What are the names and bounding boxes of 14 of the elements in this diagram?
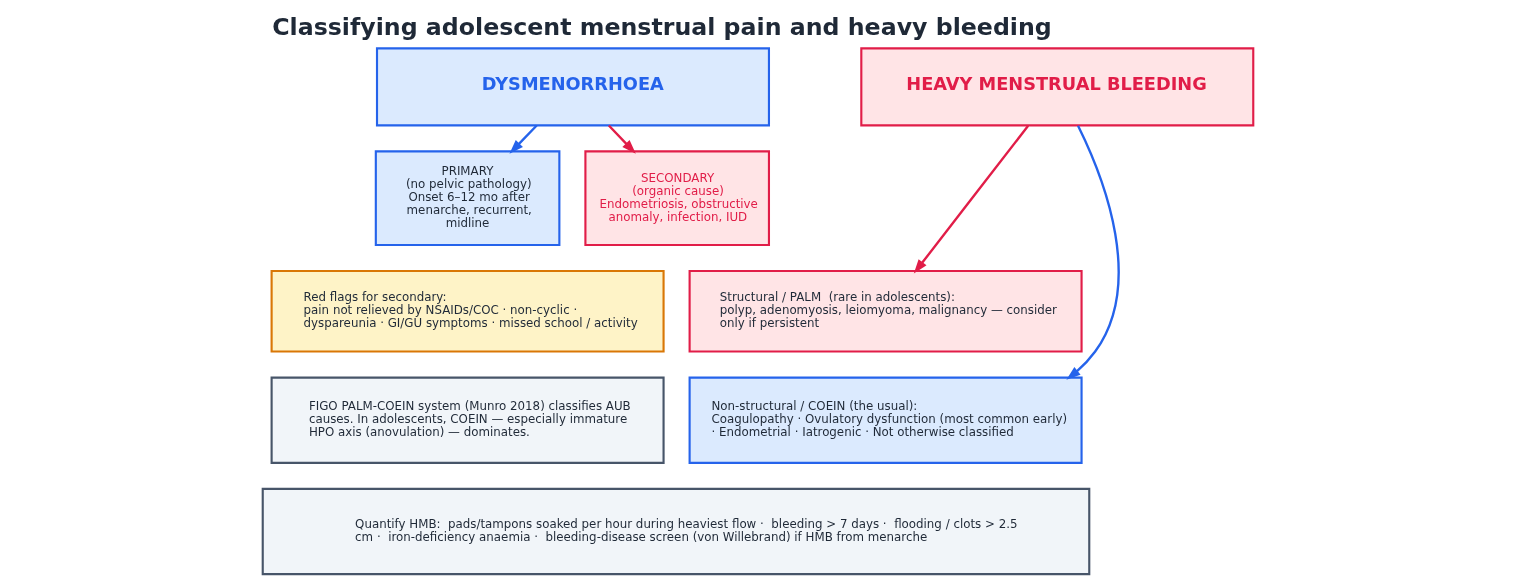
arrow xyxy=(1065,125,1120,380)
diagram-title: Classifying adolescent menstrual pain and heavy bleeding xyxy=(271,13,1052,42)
node-box: Structural / PALM (rare in adolescents): polyp, adenomyosis, leiomyoma, malignancy — consider only if persistent xyxy=(688,269,1083,353)
node-box: Quantify HMB: pads/tampons soaked per hour during heaviest flow · bleeding > 7 days · flooding / clots > 2.5 cm · iron-deficiency anaemia · bleeding-disease screen (von Willebrand) if HMB from menarche xyxy=(261,487,1090,576)
node-box: Red flags for secondary: pain not relieved by NSAIDs/COC · non-cyclic · dyspareunia · GI/GU symptoms · missed school / activity xyxy=(270,269,665,353)
node-box: FIGO PALM-COEIN system (Munro 2018) classifies AUB causes. In adolescents, COEIN — especially immature HPO axis (anovulation) — dominates. xyxy=(270,376,665,464)
node-box: HEAVY MENSTRUAL BLEEDING xyxy=(859,47,1254,127)
arrow xyxy=(913,125,1029,274)
node-box: SECONDARY (organic cause) Endometriosis, obstructive anomaly, infection, IUD xyxy=(583,150,770,246)
node-box: PRIMARY (no pelvic pathology) Onset 6–12 mo after menarche, recurrent, midline xyxy=(374,150,560,246)
node-box: Non-structural / COEIN (the usual): Coagulopathy · Ovulatory dysfunction (most common early) · Endometrial · Iatrogenic · Not otherwise classified xyxy=(688,376,1083,464)
arrow xyxy=(607,124,636,154)
arrow xyxy=(508,124,538,154)
node-box: DYSMENORRHOEA xyxy=(375,47,770,127)
